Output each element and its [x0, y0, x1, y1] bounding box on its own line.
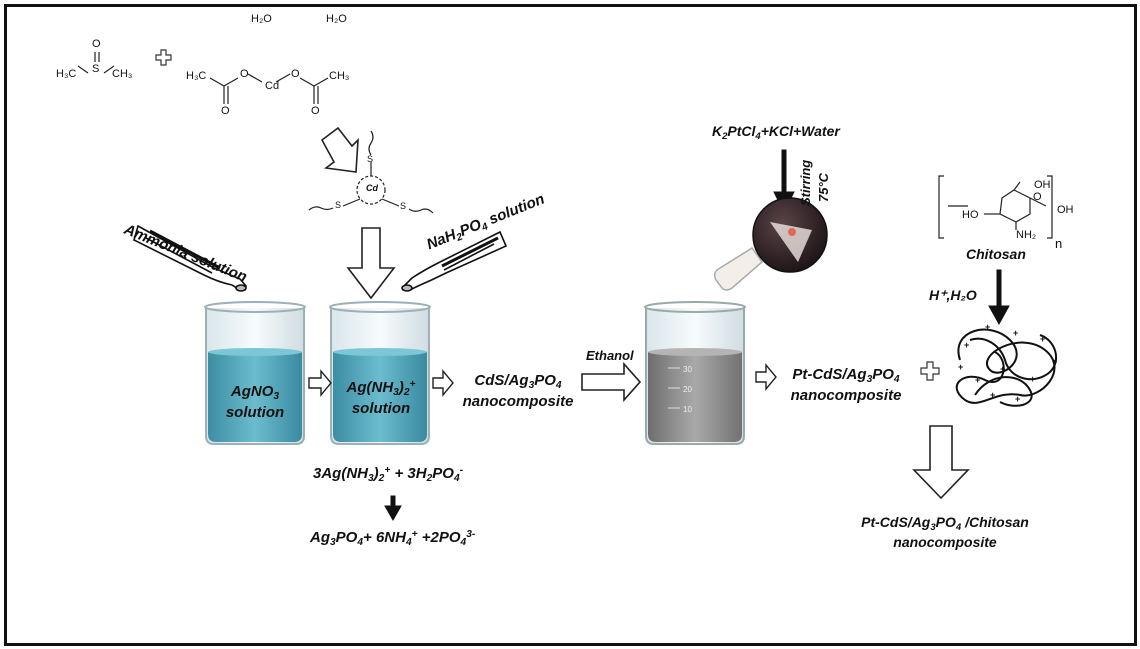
chitosan-polymer-tangle — [955, 328, 1058, 407]
pipette-nah2po4 — [401, 230, 508, 292]
water-label-left: H₂O — [251, 13, 272, 25]
agnh3-label: Ag(NH3)2+ solution — [346, 379, 416, 417]
hplus-water-label: H⁺,H₂O — [929, 287, 977, 303]
svg-text:+: + — [958, 362, 963, 372]
plus-icon — [155, 49, 172, 66]
tangle-charges: + + + + + + + + + + + — [958, 322, 1057, 404]
complex-cd: Cd — [366, 183, 378, 193]
svg-text:+: + — [1000, 364, 1005, 374]
acetate-cd: Cd — [265, 80, 280, 92]
hollow-arrow-right-1 — [308, 369, 332, 397]
ethanol-label: Ethanol — [586, 348, 634, 363]
cadmium-acetate-structure — [209, 73, 329, 104]
round-bottom-flask — [713, 197, 828, 291]
chitosan-oh-top: OH — [1034, 179, 1051, 191]
acetate-ch3-left: H₃C — [186, 70, 207, 82]
dmso-structure — [77, 52, 115, 74]
dmso-ch3-right: CH₃ — [112, 68, 133, 80]
complex-s3: S — [400, 201, 407, 211]
temperature-label: 75°C — [816, 172, 831, 202]
svg-text:+: + — [1052, 357, 1057, 367]
final-product-label: Pt-CdS/Ag3PO4 /Chitosan nanocomposite — [861, 514, 1029, 550]
stirring-label: Stirring — [798, 159, 813, 206]
hollow-arrow-ethanol — [581, 361, 642, 403]
acetate-o1: O — [240, 68, 249, 80]
water-label-right: H₂O — [326, 13, 347, 25]
chitosan-ring-o: O — [1033, 191, 1042, 203]
svg-text:+: + — [985, 322, 990, 332]
beaker-mark-10: 10 — [683, 405, 692, 414]
hollow-arrow-right-2 — [432, 369, 454, 397]
svg-text:+: + — [1015, 394, 1020, 404]
chitosan-ho: HO — [962, 209, 979, 221]
acetate-o4: O — [311, 105, 320, 117]
pipette-ammonia — [133, 224, 248, 292]
figure-frame — [4, 4, 1137, 646]
beaker-agnh3 — [329, 301, 431, 445]
chitosan-n: n — [1055, 236, 1063, 251]
svg-text:+: + — [975, 375, 980, 385]
beaker-mark-30: 30 — [683, 365, 692, 374]
dmso-s: S — [92, 63, 100, 75]
hollow-arrow-final — [912, 425, 970, 500]
plus-icon-2 — [920, 361, 940, 381]
acetate-o3: O — [221, 105, 230, 117]
beaker-mark-20: 20 — [683, 385, 692, 394]
dmso-ch3-left: H₃C — [56, 68, 77, 80]
svg-text:+: + — [1013, 328, 1018, 338]
hollow-arrow-down — [346, 227, 396, 300]
svg-text:+: + — [1040, 334, 1045, 344]
chitosan-nh2: NH₂ — [1016, 229, 1037, 241]
acetate-ch3-right: CH₃ — [329, 70, 350, 82]
hollow-arrow-diagonal — [320, 126, 359, 173]
svg-text:+: + — [1030, 374, 1035, 384]
pt-cds-ag3po4-label: Pt-CdS/Ag3PO4 nanocomposite — [790, 366, 902, 404]
reaction-line-1: 3Ag(NH3)2+ + 3H2PO4- — [313, 465, 464, 484]
hollow-arrow-right-3 — [755, 363, 777, 391]
k2ptcl4-label: K2PtCl4+KCl+Water — [712, 123, 840, 142]
complex-s2: S — [335, 200, 342, 210]
solid-arrow-reaction — [384, 495, 402, 522]
complex-s1: S — [367, 154, 374, 164]
chitosan-structure — [938, 175, 1053, 239]
chitosan-oh-right: OH — [1057, 204, 1074, 216]
chitosan-label: Chitosan — [966, 246, 1026, 262]
reaction-line-2: Ag3PO4+ 6NH4+ +2PO43- — [310, 529, 476, 548]
dmso-o: O — [92, 38, 101, 50]
acetate-o2: O — [291, 68, 300, 80]
beaker-agno3 — [204, 301, 306, 445]
cds-ag3po4-label: CdS/Ag3PO4 nanocomposite — [462, 372, 574, 410]
cd-s-complex — [308, 130, 434, 214]
agno3-label: AgNO3 solution — [225, 383, 285, 421]
beaker-grey — [644, 301, 746, 445]
svg-text:+: + — [990, 390, 995, 400]
svg-text:+: + — [964, 340, 969, 350]
solid-arrow-hplus — [988, 269, 1010, 326]
